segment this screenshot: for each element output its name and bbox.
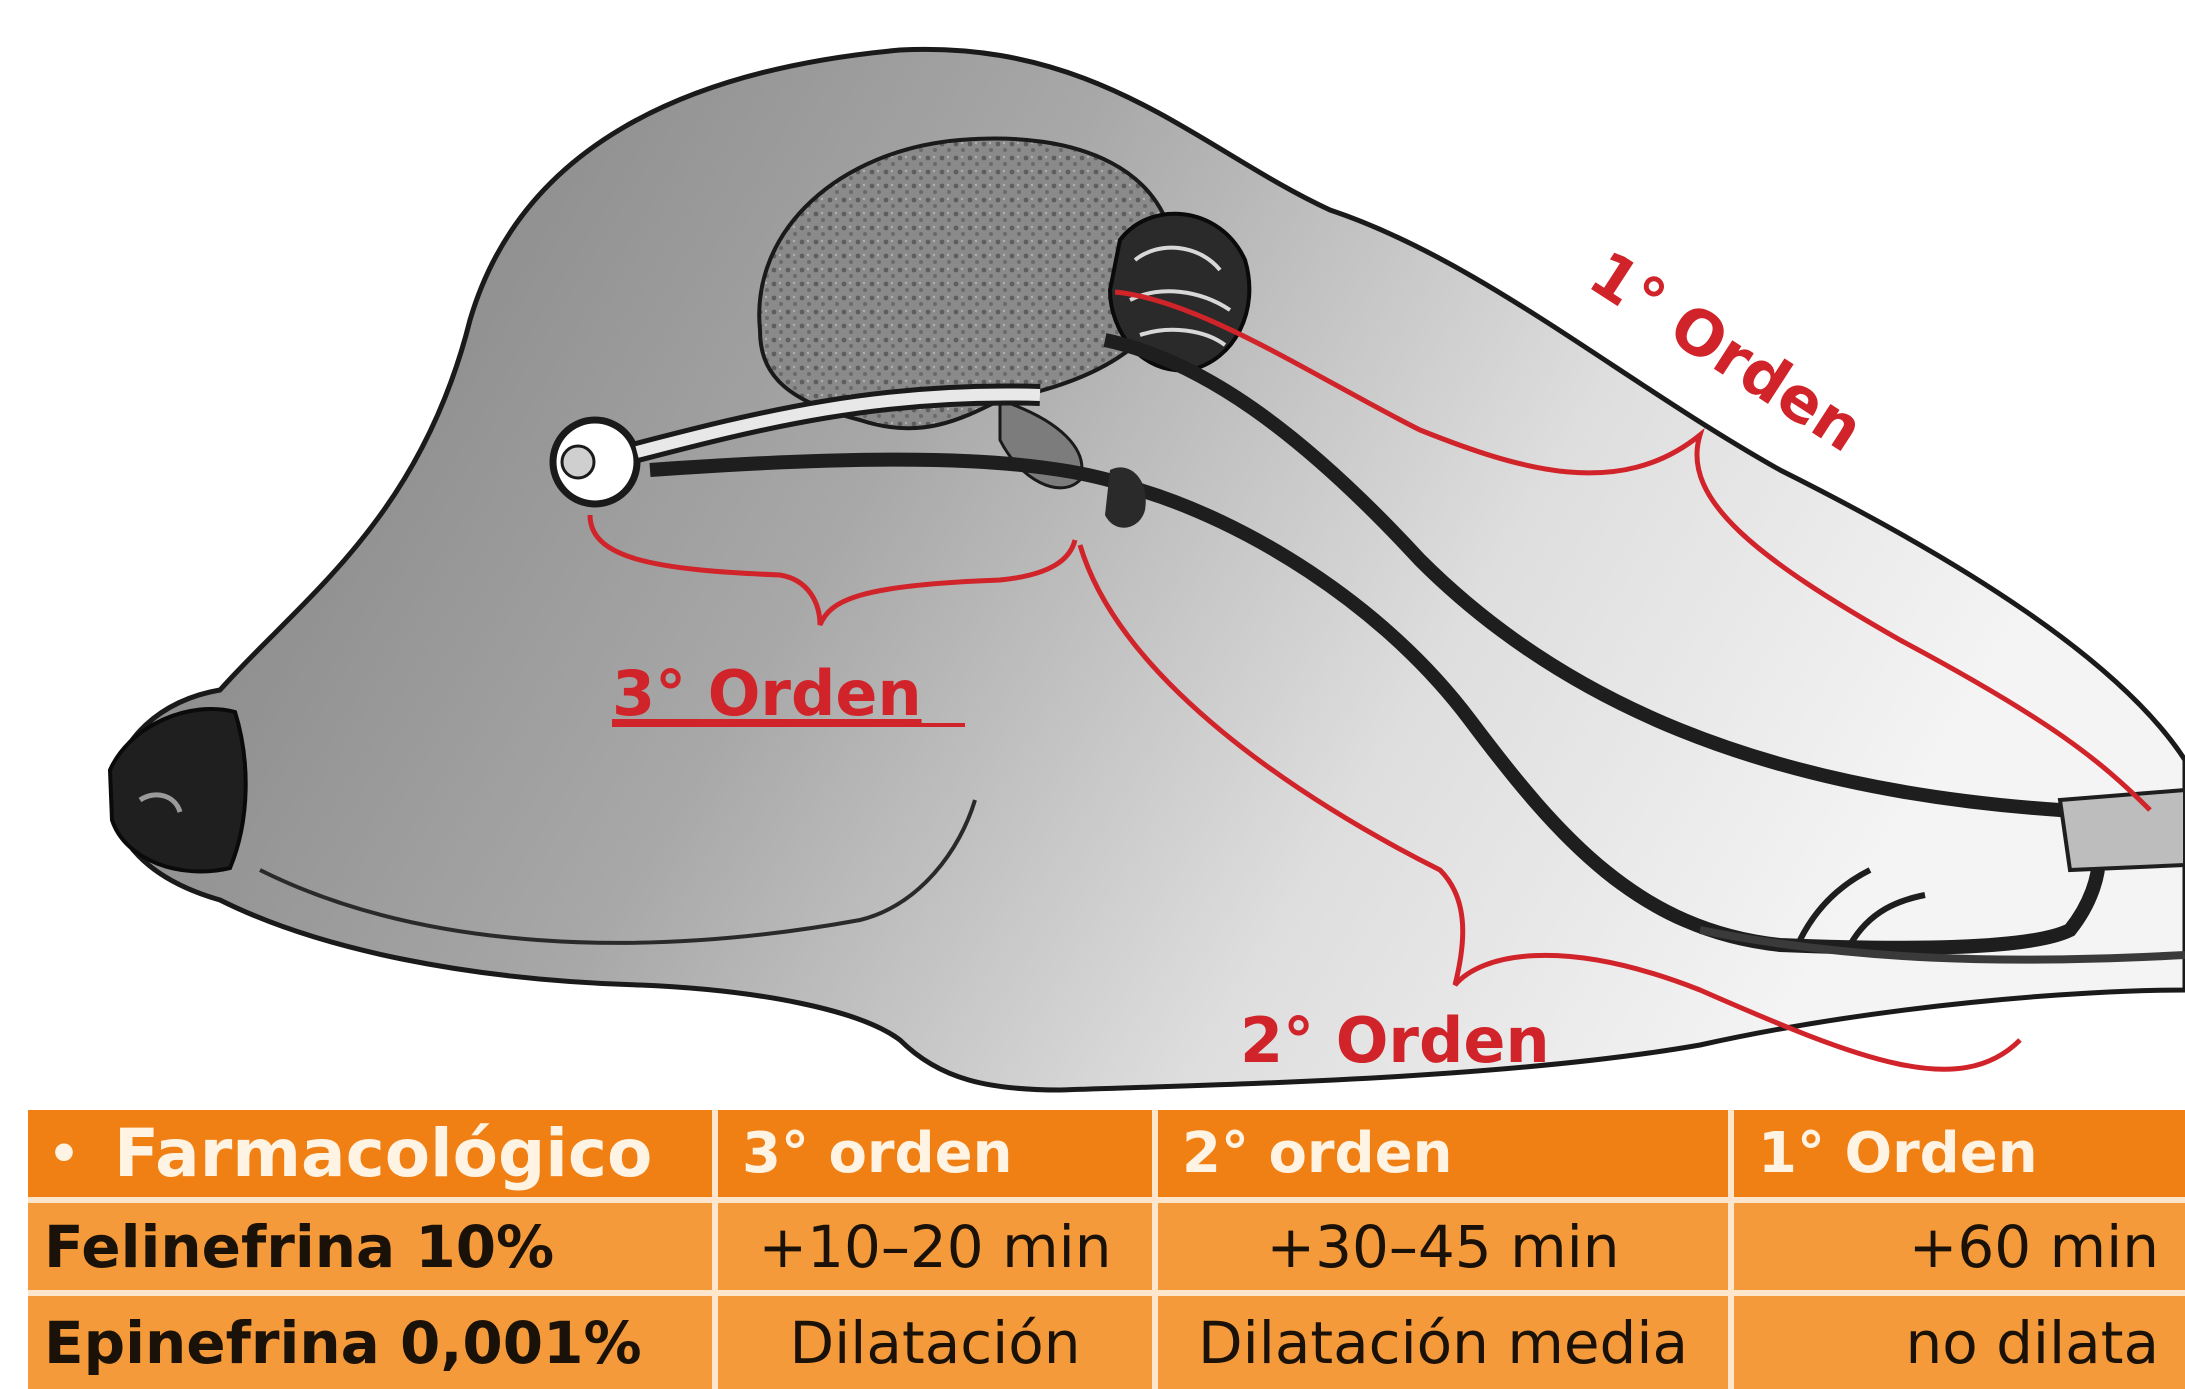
table-header-title: • Farmacológico (28, 1110, 718, 1203)
spinal-cord (2060, 790, 2185, 870)
column-header-third-order: 3° orden (718, 1110, 1158, 1203)
cell-epinefrina-first: no dilata (1734, 1296, 2185, 1389)
table-title: Farmacológico (114, 1115, 652, 1192)
row-label-epinefrina: Epinefrina 0,001% (28, 1296, 718, 1389)
second-order-label: 2° Orden (1240, 1004, 1550, 1077)
cell-felinefrina-third: +10–20 min (718, 1203, 1158, 1296)
column-header-second-order: 2° orden (1158, 1110, 1734, 1203)
cell-epinefrina-third: Dilatación (718, 1296, 1158, 1389)
row-label-felinefrina: Felinefrina 10% (28, 1203, 718, 1296)
dog-head-diagram: 1° Orden 3° Orden 2° Orden (0, 0, 2185, 1110)
nose (110, 709, 246, 871)
third-order-label: 3° Orden (612, 657, 922, 730)
cell-felinefrina-first: +60 min (1734, 1203, 2185, 1296)
bullet-icon: • (48, 1125, 80, 1183)
cell-epinefrina-second: Dilatación media (1158, 1296, 1734, 1389)
pharmacological-table: • Farmacológico 3° orden 2° orden 1° Ord… (28, 1110, 2185, 1389)
dog-head-illustration: 1° Orden 3° Orden 2° Orden (0, 0, 2185, 1110)
column-header-first-order: 1° Orden (1734, 1110, 2185, 1203)
cell-felinefrina-second: +30–45 min (1158, 1203, 1734, 1296)
